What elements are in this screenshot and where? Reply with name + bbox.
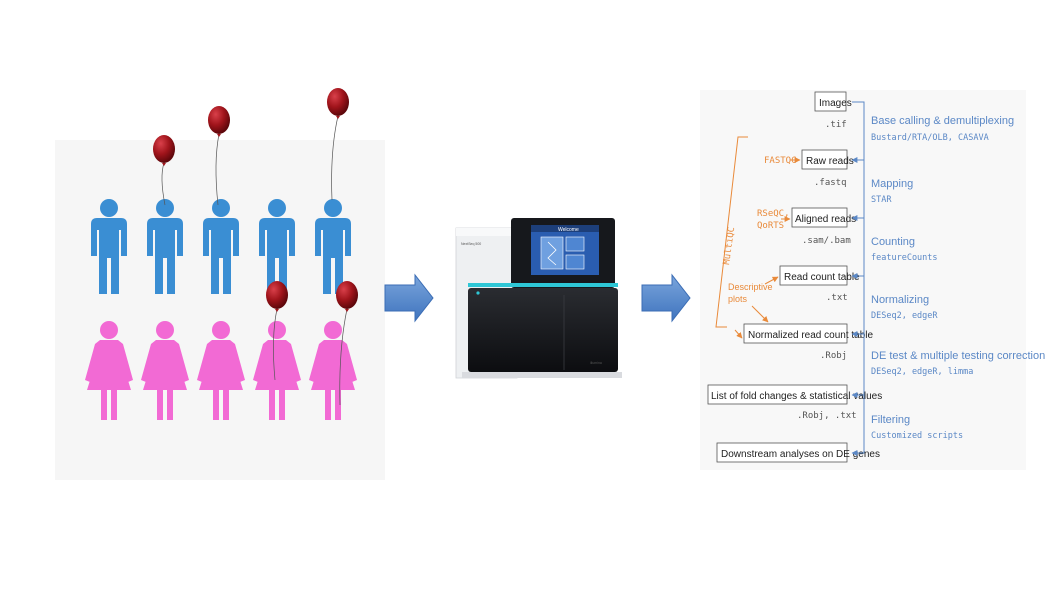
qc-descriptive-arrow-up <box>764 276 779 285</box>
screen-tile-top[interactable] <box>565 236 585 252</box>
sequencer-model-label: NextSeq 500 <box>461 242 481 246</box>
step-label: Read count table <box>784 272 860 283</box>
balloon <box>208 106 230 206</box>
step-label: Raw reads <box>806 156 854 167</box>
people-panel-background <box>55 140 385 480</box>
step-read-count-table: Read count table .txt <box>779 265 860 303</box>
qc-plots-label: plots <box>728 294 748 304</box>
qc-fastqc-label: FASTQC <box>764 156 797 166</box>
qc-descriptive-label: Descriptive <box>728 282 773 292</box>
transition-title-6: Filtering <box>871 414 910 426</box>
female-figure <box>85 321 133 420</box>
female-figure <box>197 321 245 420</box>
qc-rseqc-label: RSeQC, <box>757 209 790 219</box>
step-label: Normalized read count table <box>748 330 874 341</box>
transition-title-4: Normalizing <box>871 294 929 306</box>
male-figure <box>91 199 127 294</box>
step-raw-reads: Raw reads .fastq <box>801 149 854 188</box>
screen-tile-main[interactable] <box>540 236 564 270</box>
transition-title-1: Base calling & demultiplexing <box>871 115 1014 127</box>
pipeline-panel-background <box>700 90 1026 470</box>
step-normalized-read-count-table: Normalized read count table .Robj <box>743 323 874 361</box>
transition-title-2: Mapping <box>871 178 913 190</box>
flow-arrow-2 <box>641 273 691 323</box>
sequencer-power-led <box>476 291 480 295</box>
male-figure <box>315 199 351 294</box>
transition-tools-3: featureCounts <box>871 253 938 263</box>
transition-tools-2: STAR <box>871 195 892 205</box>
transition-tools-6: Customized scripts <box>871 431 963 441</box>
sequencer-screen-title: Welcome <box>558 227 579 233</box>
qc-qorts-label: QoRTS <box>757 221 784 231</box>
step-label: Aligned reads <box>795 214 856 225</box>
transition-title-5: DE test & multiple testing correction <box>871 350 1045 362</box>
balloon <box>336 281 358 406</box>
transition-tools-5: DESeq2, edgeR, limma <box>871 367 973 377</box>
step-filetype: .Robj <box>820 351 847 361</box>
transition-title-3: Counting <box>871 236 915 248</box>
step-label: List of fold changes & statistical value… <box>711 391 882 402</box>
sequencer-machine: NextSeq 500 Welcome illumina <box>455 218 622 379</box>
step-filetype: .txt <box>826 293 848 303</box>
step-filetype: .Robj, .txt <box>797 411 857 421</box>
female-figure <box>309 321 357 420</box>
balloon <box>327 88 349 201</box>
male-figure <box>203 199 239 294</box>
transition-bracket-6 <box>851 394 865 456</box>
balloon <box>153 135 175 206</box>
female-figure <box>253 321 301 420</box>
people-group <box>85 88 358 420</box>
male-figure <box>259 199 295 294</box>
male-figure <box>147 199 183 294</box>
step-images: Images .tif <box>814 91 852 130</box>
female-figure <box>141 321 189 420</box>
pipeline-flowchart: Images .tif Raw reads .fastq Aligned rea… <box>707 91 1045 463</box>
step-label: Images <box>819 98 852 109</box>
sequencer-body <box>468 288 618 372</box>
step-filetype: .sam/.bam <box>802 236 851 246</box>
transition-tools-1: Bustard/RTA/OLB, CASAVA <box>871 133 989 143</box>
multiqc-bracket <box>715 136 748 328</box>
sequencer-brand: illumina <box>590 361 602 365</box>
screen-tile-bottom[interactable] <box>565 254 585 270</box>
flow-arrow-1 <box>384 273 434 323</box>
sequencer-light-strip <box>468 283 618 287</box>
step-aligned-reads: Aligned reads .sam/.bam <box>791 207 856 246</box>
balloon <box>266 281 288 381</box>
step-downstream-analyses: Downstream analyses on DE genes <box>716 442 880 463</box>
qc-descriptive-arrow-down <box>751 305 769 323</box>
transition-tools-4: DESeq2, edgeR <box>871 311 938 321</box>
step-fold-changes: List of fold changes & statistical value… <box>707 384 882 421</box>
step-label: Downstream analyses on DE genes <box>721 449 880 460</box>
step-filetype: .tif <box>825 120 847 130</box>
step-filetype: .fastq <box>814 178 847 188</box>
